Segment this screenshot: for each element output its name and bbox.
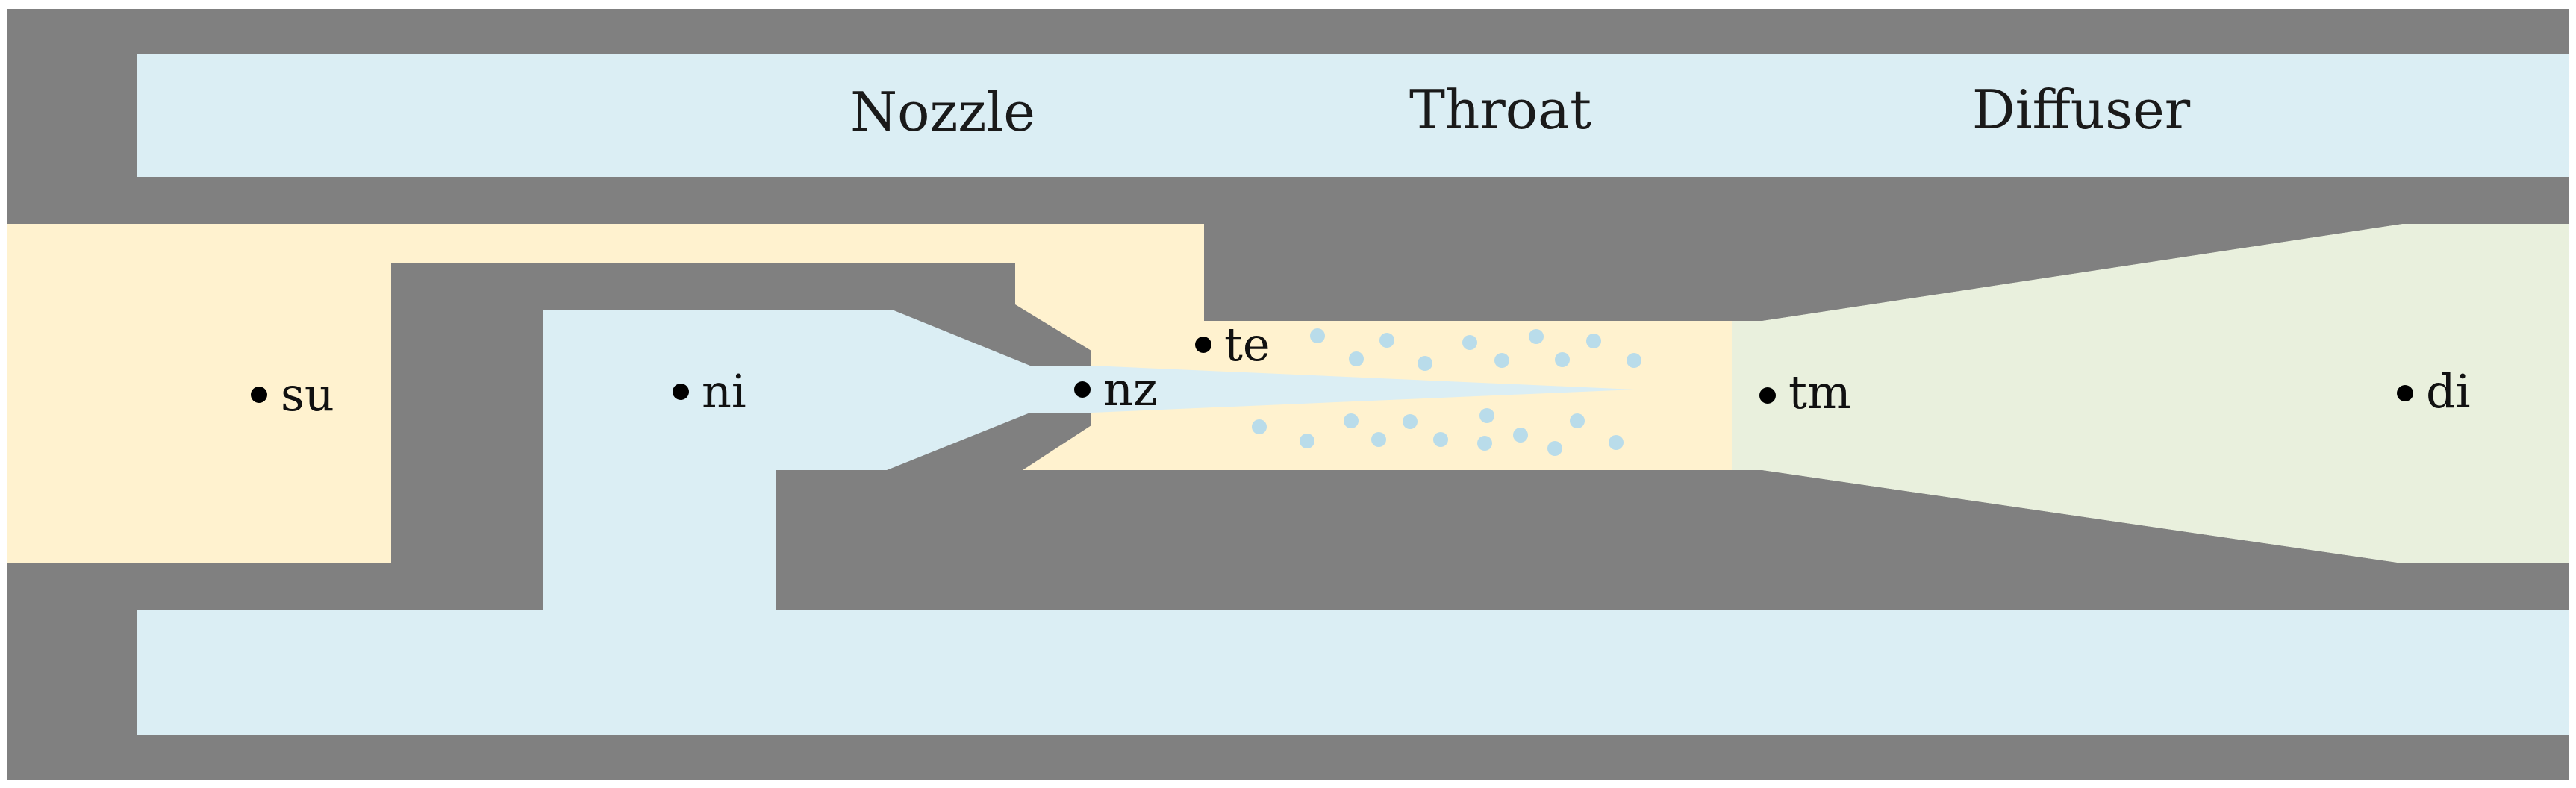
droplet	[1344, 413, 1359, 428]
point-di: di	[2397, 364, 2471, 419]
point-marker	[673, 384, 689, 400]
point-su: su	[251, 367, 334, 422]
point-label: te	[1224, 317, 1270, 372]
droplet	[1371, 432, 1386, 447]
droplet	[1494, 353, 1509, 368]
droplet	[1310, 328, 1325, 343]
droplet	[1529, 329, 1544, 344]
point-tm: tm	[1759, 365, 1851, 419]
droplet	[1570, 413, 1585, 428]
suction-inlet	[7, 470, 391, 563]
point-ni: ni	[673, 364, 746, 419]
droplet	[1403, 414, 1418, 429]
droplet	[1418, 356, 1432, 371]
point-marker	[1759, 387, 1776, 404]
point-marker	[1195, 337, 1211, 353]
point-label: nz	[1103, 362, 1158, 416]
point-nz: nz	[1074, 362, 1158, 416]
section-label-diffuser: Diffuser	[1972, 78, 2191, 141]
droplet	[1252, 419, 1267, 434]
droplet	[1513, 428, 1528, 443]
section-label-nozzle: Nozzle	[850, 81, 1035, 143]
motive-jet	[1091, 366, 1635, 413]
lower-wall	[776, 470, 2569, 610]
diffuser-region	[1732, 224, 2569, 563]
point-marker	[251, 387, 267, 403]
point-label: ni	[702, 364, 746, 419]
droplet	[1433, 432, 1448, 447]
droplet	[1462, 335, 1477, 350]
point-label: su	[281, 367, 334, 422]
droplet	[1627, 353, 1641, 368]
bottom-motive-channel	[137, 610, 2569, 735]
point-marker	[1074, 381, 1091, 398]
point-marker	[2397, 385, 2413, 401]
droplet	[1586, 334, 1601, 348]
droplet	[1349, 351, 1364, 366]
point-label: tm	[1788, 365, 1851, 419]
droplet	[1477, 436, 1492, 451]
top-motive-channel	[137, 54, 2569, 177]
droplet	[1609, 435, 1624, 450]
droplet	[1547, 441, 1562, 456]
droplet	[1379, 333, 1394, 348]
droplet	[1479, 408, 1494, 423]
point-label: di	[2426, 364, 2471, 419]
section-label-throat: Throat	[1409, 78, 1591, 141]
diffuser-upper-wall	[1204, 177, 2569, 321]
droplets	[1252, 328, 1641, 456]
droplet	[1555, 352, 1570, 367]
point-te: te	[1195, 317, 1270, 372]
droplet	[1300, 434, 1314, 448]
